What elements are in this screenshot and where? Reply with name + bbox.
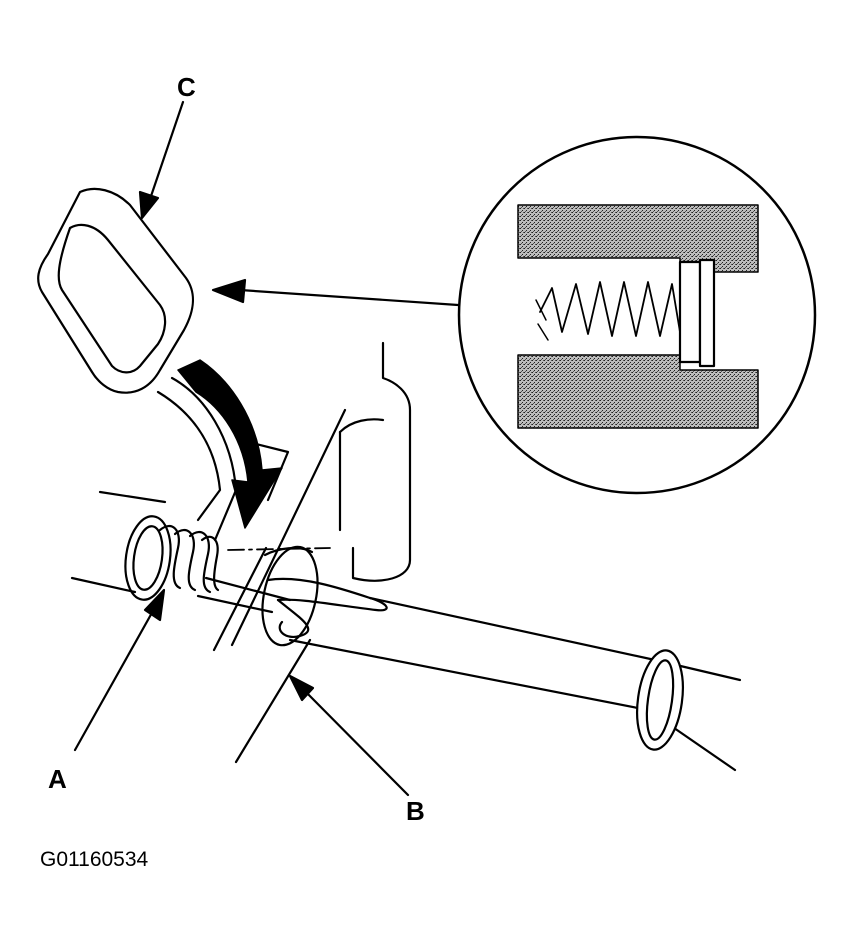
bore-a	[124, 515, 172, 601]
insertion-arrow	[177, 359, 283, 529]
figure-id: G01160534	[40, 848, 149, 871]
shaft-housing	[70, 490, 167, 594]
spring-a	[158, 524, 220, 594]
leader-c	[138, 100, 185, 220]
cap-c	[37, 187, 194, 394]
leader-a	[73, 588, 166, 752]
plunger	[196, 576, 292, 614]
detail-inset	[457, 135, 817, 495]
detail-spring	[539, 281, 689, 337]
screwdriver	[263, 546, 742, 772]
callout-c: C	[177, 72, 196, 102]
callout-b: B	[406, 796, 425, 826]
arrow-sweep-outline	[156, 390, 222, 522]
mounting-plate	[212, 408, 347, 764]
bore-ring-b	[261, 545, 319, 647]
callout-a: A	[48, 764, 67, 794]
leader-b	[288, 674, 410, 797]
housing-boss	[338, 341, 412, 582]
detail-leader	[211, 278, 460, 307]
